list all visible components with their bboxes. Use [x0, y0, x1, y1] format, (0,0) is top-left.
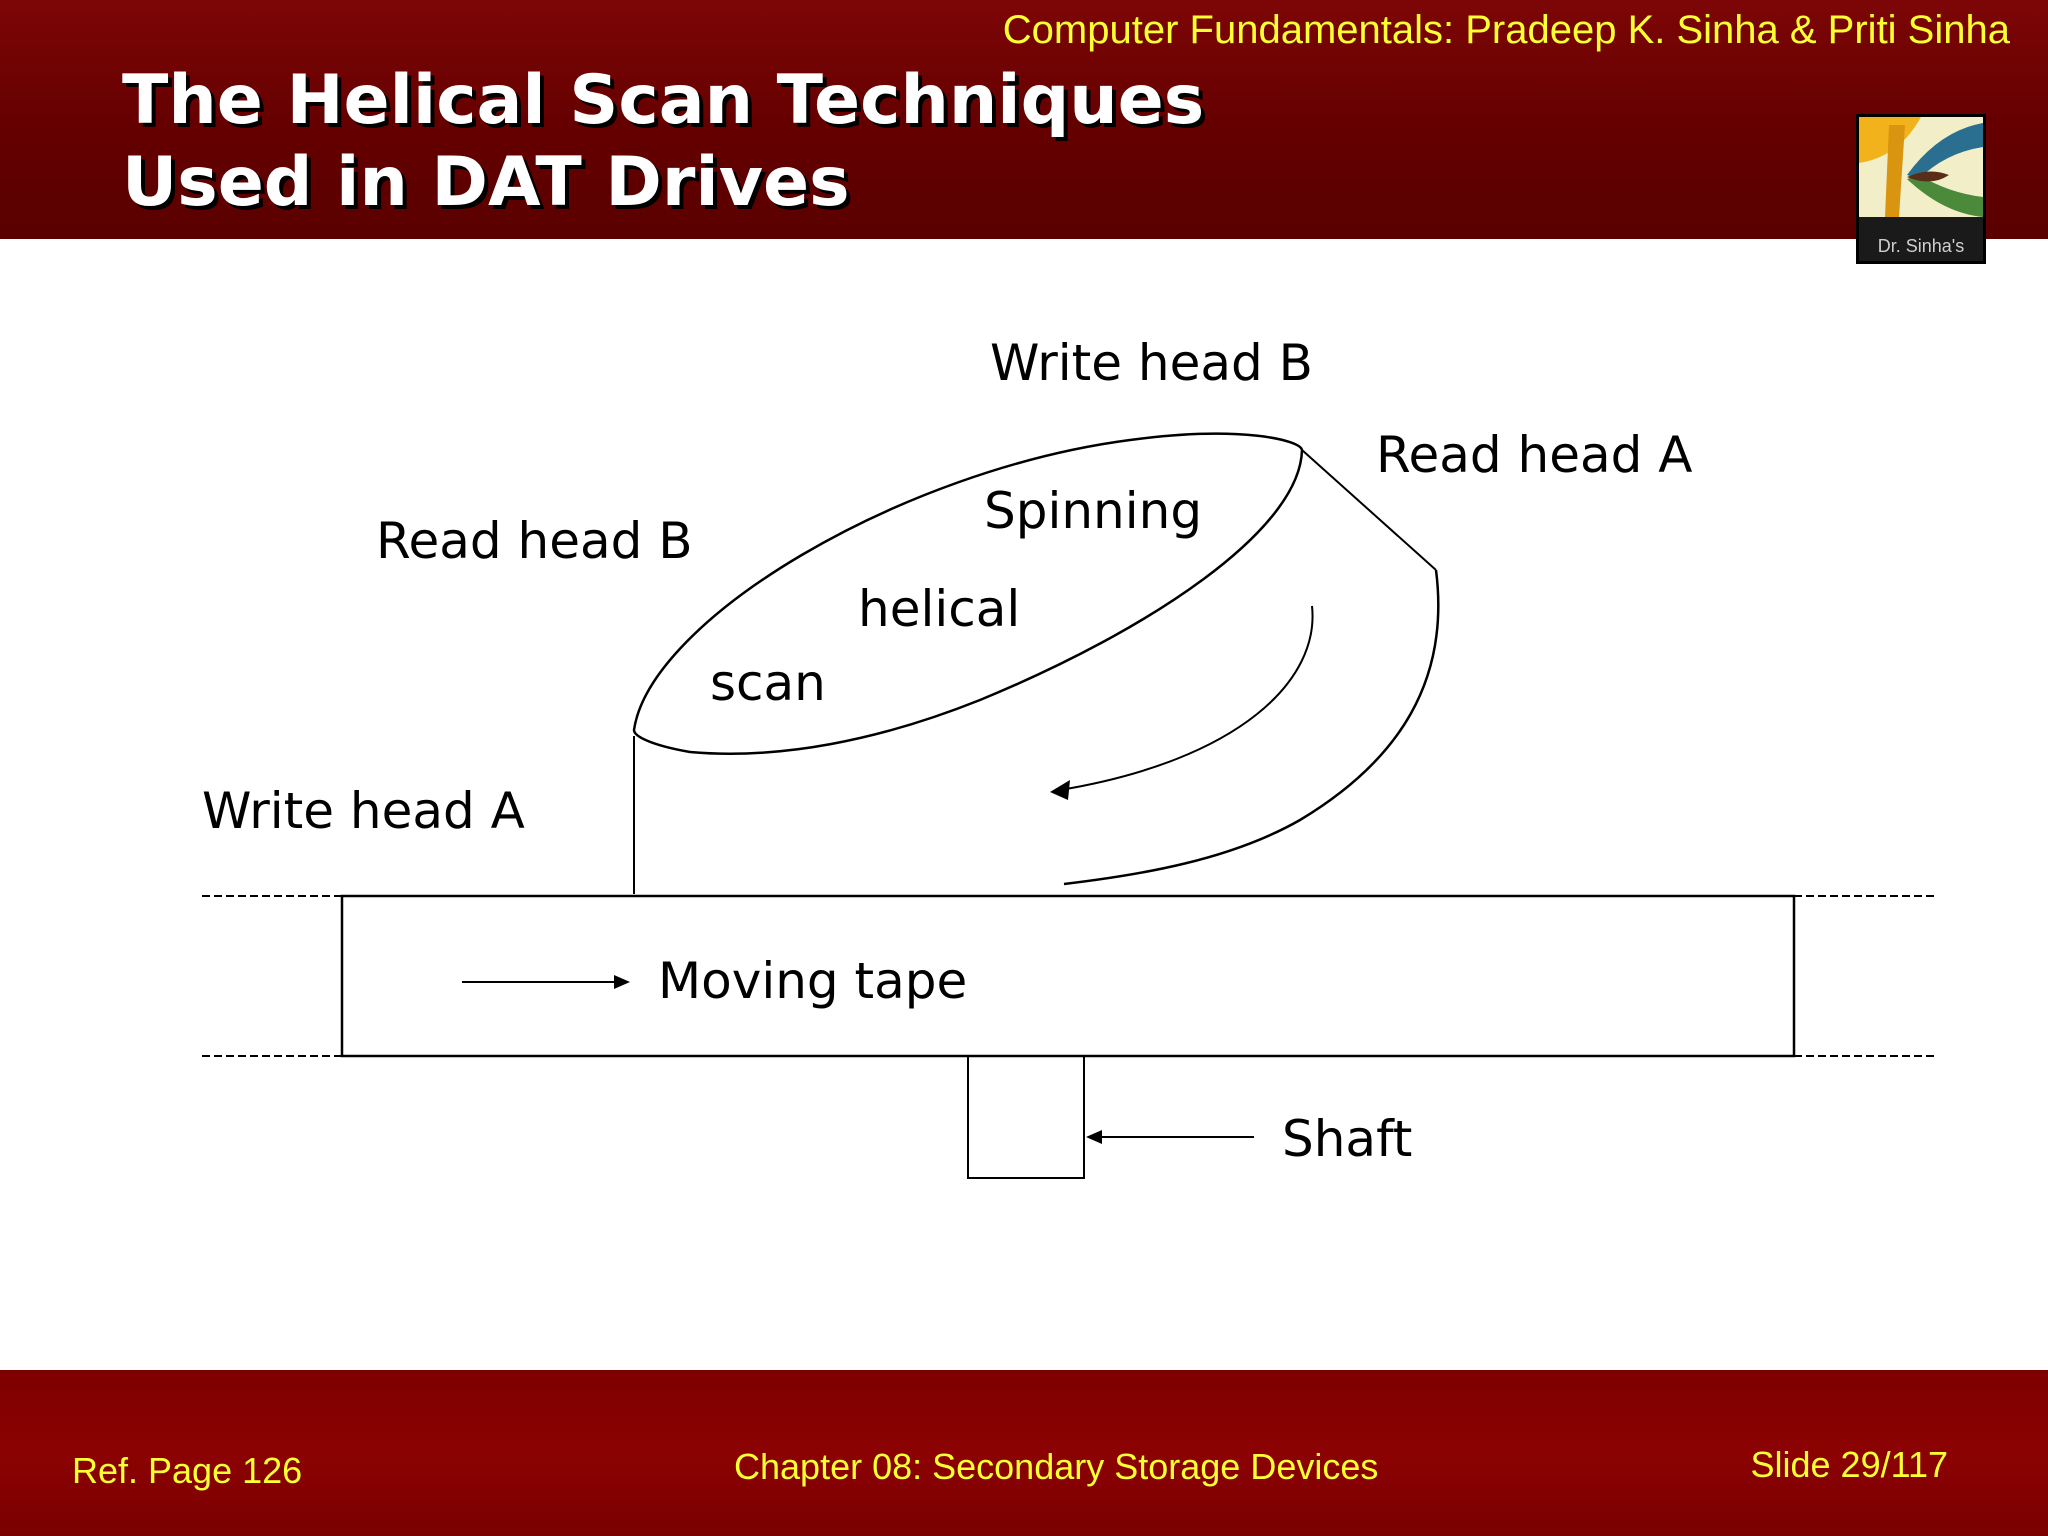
- logo-text: Dr. Sinha's: [1877, 236, 1965, 256]
- logo-emblem-icon: [1859, 117, 1983, 235]
- label-read-head-b: Read head B: [376, 512, 693, 570]
- tape-motion-arrow-head-icon: [614, 975, 630, 989]
- slide-footer: Ref. Page 126 Chapter 08: Secondary Stor…: [0, 1370, 2048, 1536]
- chapter-title: Chapter 08: Secondary Storage Devices: [734, 1446, 1379, 1487]
- slide-number: Slide 29/117: [1750, 1444, 1949, 1485]
- drum-top-ellipse: [632, 432, 1304, 755]
- label-moving-tape: Moving tape: [658, 952, 967, 1010]
- rotation-arrow-head-icon: [1050, 780, 1070, 800]
- label-write-head-a: Write head A: [202, 782, 525, 840]
- label-write-head-b: Write head B: [990, 334, 1313, 392]
- author-logo: Dr. Sinha's: [1856, 114, 1986, 264]
- drum-right-side: [1063, 569, 1440, 886]
- label-shaft: Shaft: [1282, 1110, 1412, 1168]
- slide-header: Computer Fundamentals: Pradeep K. Sinha …: [0, 0, 2048, 239]
- helical-scan-diagram: Write head B Read head A Read head B Wri…: [202, 334, 1934, 1179]
- label-spinning: Spinning: [984, 482, 1202, 540]
- rotation-arrow-curve: [1059, 605, 1314, 791]
- label-helical: helical: [858, 580, 1020, 638]
- reference-page: Ref. Page 126: [72, 1450, 303, 1491]
- tape-body: [340, 894, 1796, 1058]
- shaft: [967, 1055, 1085, 1179]
- shaft-pointer-head-icon: [1086, 1130, 1102, 1144]
- slide-title-line-1: The Helical Scan Techniques: [122, 61, 1205, 140]
- label-read-head-a: Read head A: [1376, 426, 1692, 484]
- book-credit: Computer Fundamentals: Pradeep K. Sinha …: [1002, 8, 2010, 52]
- slide-title-line-2: Used in DAT Drives: [122, 143, 850, 222]
- label-scan: scan: [710, 654, 826, 712]
- slide-title: The Helical Scan Techniques Used in DAT …: [122, 60, 1204, 224]
- read-head-a-pointer: [1301, 449, 1437, 571]
